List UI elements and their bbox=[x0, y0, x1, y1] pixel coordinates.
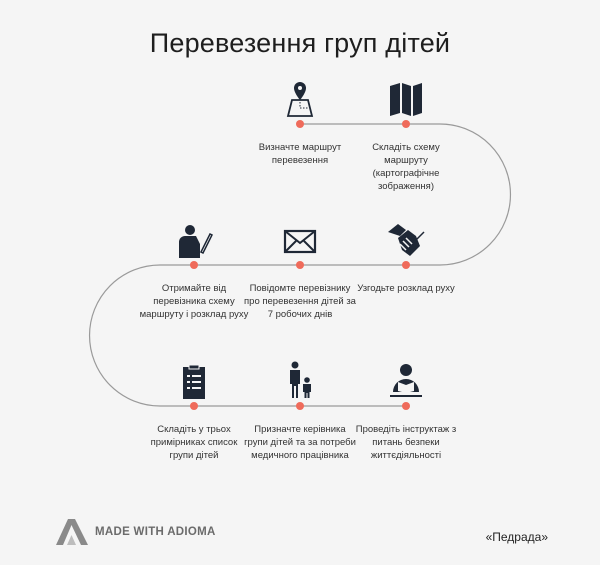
step-dot bbox=[402, 261, 410, 269]
adult-child-icon bbox=[280, 360, 320, 400]
step-label: Проведіть інструктаж з питань безпеки жи… bbox=[355, 424, 457, 461]
step-dot bbox=[296, 402, 304, 410]
page-title: Перевезення груп дітей bbox=[149, 28, 451, 58]
source-credit: «Педрада» bbox=[485, 530, 548, 544]
person-signing-icon bbox=[174, 222, 214, 262]
envelope-icon bbox=[280, 222, 320, 262]
step-label: Визначте маршрут перевезення bbox=[258, 142, 342, 166]
logo-text: MADE WITH ADIOMA bbox=[95, 526, 216, 538]
clipboard-list-icon bbox=[174, 362, 214, 402]
step-label: Призначте керівника групи дітей та за по… bbox=[244, 424, 356, 461]
step-label: Узгодьте розклад руху bbox=[357, 283, 455, 294]
step-label: Складіть у трьох примірниках список груп… bbox=[150, 424, 238, 461]
map-pin-icon bbox=[280, 80, 320, 120]
folded-map-icon bbox=[386, 80, 426, 120]
step-dot bbox=[296, 261, 304, 269]
step-dot bbox=[402, 120, 410, 128]
step-dot bbox=[402, 402, 410, 410]
step-dot bbox=[190, 402, 198, 410]
step-dot bbox=[190, 261, 198, 269]
step-label: Повідомте перевізнику про перевезення ді… bbox=[244, 283, 356, 320]
step-label: Складіть схему маршруту (картографічне з… bbox=[372, 142, 440, 192]
adioma-logo: MADE WITH ADIOMA bbox=[55, 518, 216, 546]
step-label: Отримайте від перевізника схему маршруту… bbox=[139, 283, 249, 320]
adioma-logo-icon bbox=[56, 519, 88, 545]
reader-icon bbox=[386, 360, 426, 400]
handshake-icon bbox=[386, 220, 426, 260]
step-dot bbox=[296, 120, 304, 128]
